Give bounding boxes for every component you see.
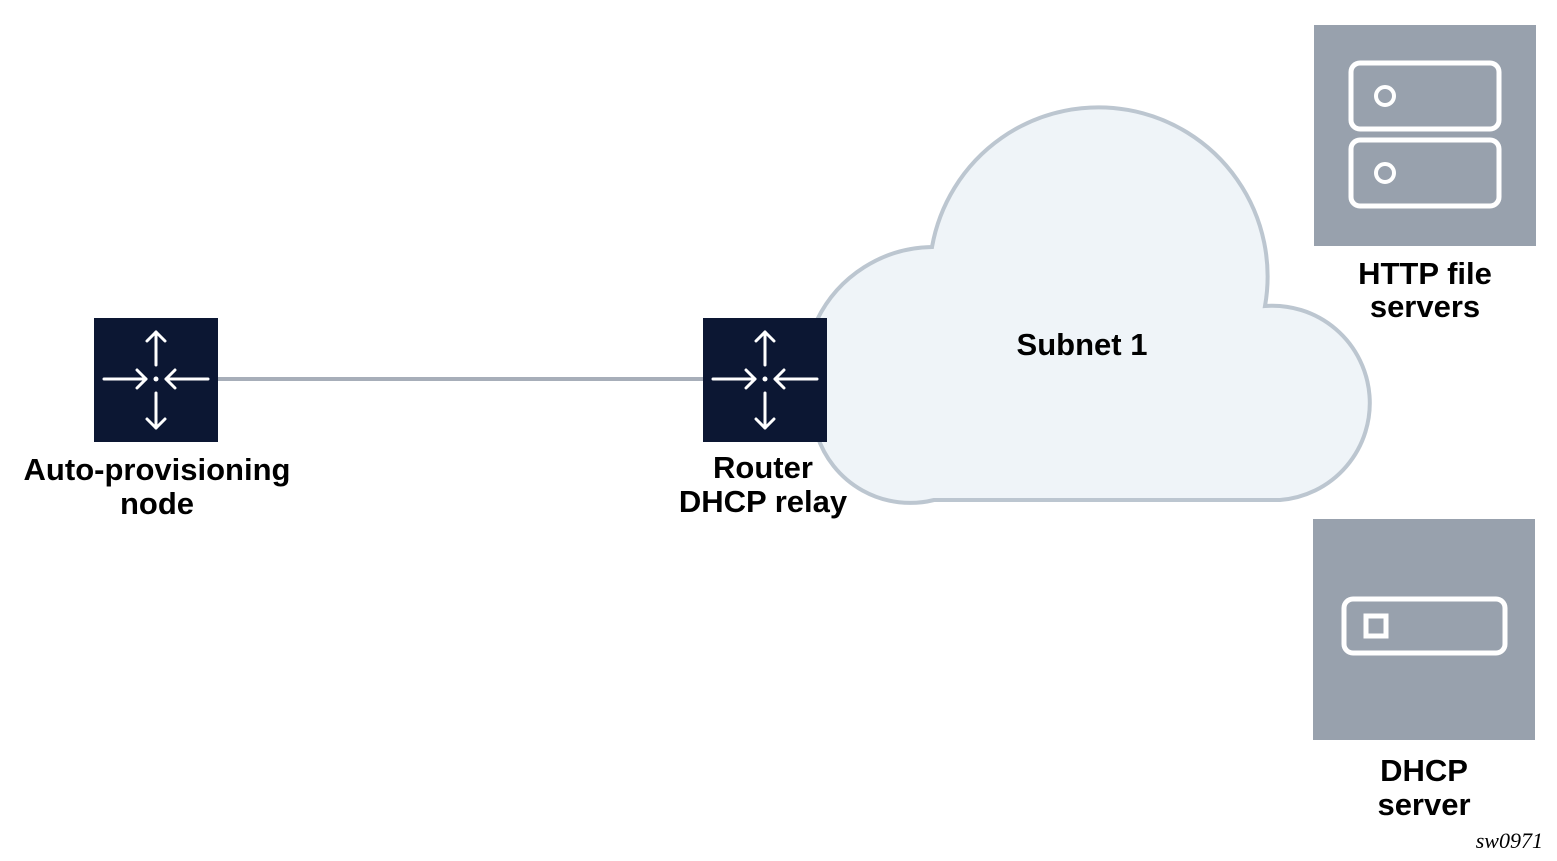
- http-servers-label-line1: HTTP file: [1358, 256, 1492, 291]
- router-dhcp-relay: Router DHCP relay: [679, 318, 848, 519]
- server-icon: [1313, 519, 1535, 740]
- auto-provisioning-label-line1: Auto-provisioning: [24, 452, 291, 487]
- http-servers-label-line2: servers: [1370, 289, 1480, 324]
- server-icon-body: [1313, 519, 1535, 740]
- dhcp-server-label-line2: server: [1377, 787, 1470, 822]
- http-file-servers: HTTP file servers: [1314, 25, 1536, 324]
- router-label-line1: Router: [713, 450, 813, 485]
- router-icon: [94, 318, 218, 442]
- dhcp-server-label-line1: DHCP: [1380, 753, 1468, 788]
- auto-provisioning-label-line2: node: [120, 486, 194, 521]
- dhcp-server: DHCP server: [1313, 519, 1535, 822]
- subnet-label: Subnet 1: [1017, 327, 1148, 362]
- server-stack-icon-body: [1314, 25, 1536, 246]
- subnet-cloud: Subnet 1: [815, 105, 1372, 505]
- auto-provisioning-node: Auto-provisioning node: [24, 318, 291, 521]
- server-stack-icon: [1314, 25, 1536, 246]
- router-label-line2: DHCP relay: [679, 484, 848, 519]
- cloud-icon: [815, 105, 1372, 505]
- router-icon: [703, 318, 827, 442]
- figure-id: sw0971: [1476, 828, 1543, 853]
